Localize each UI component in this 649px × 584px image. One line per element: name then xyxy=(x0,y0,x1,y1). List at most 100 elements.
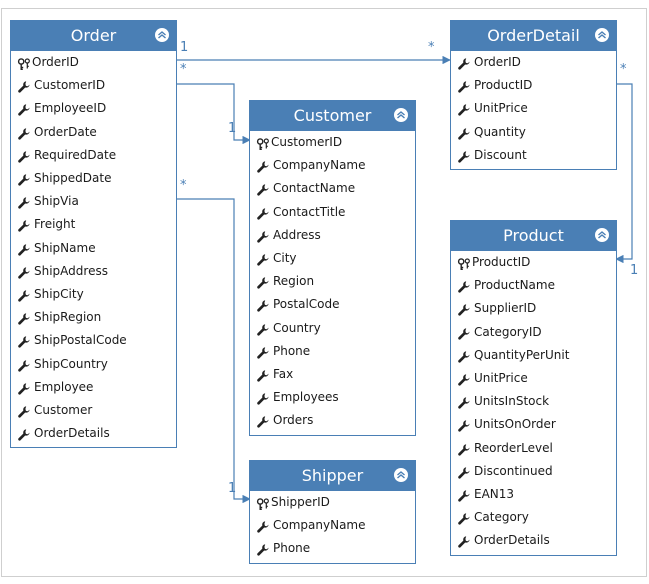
entity-order-header[interactable]: Order xyxy=(11,21,176,51)
wrench-icon xyxy=(17,265,31,279)
wrench-icon xyxy=(457,372,471,386)
field-row[interactable]: Address xyxy=(250,224,415,247)
field-row[interactable]: ShipAddress xyxy=(11,260,176,283)
field-row[interactable]: Customer xyxy=(11,399,176,422)
field-name: Customer xyxy=(34,403,93,417)
collapse-icon[interactable] xyxy=(394,468,408,482)
field-row[interactable]: Employees xyxy=(250,386,415,409)
field-row[interactable]: SupplierID xyxy=(451,297,616,320)
mult-order-orderdetail-from: 1 xyxy=(180,40,189,55)
field-row[interactable]: Employee xyxy=(11,376,176,399)
collapse-icon[interactable] xyxy=(595,228,609,242)
field-row[interactable]: CompanyName xyxy=(250,514,415,537)
field-row[interactable]: CustomerID xyxy=(11,74,176,97)
entity-orderdetail-header[interactable]: OrderDetail xyxy=(451,21,616,51)
field-row[interactable]: UnitsInStock xyxy=(451,390,616,413)
field-row[interactable]: Discontinued xyxy=(451,460,616,483)
field-name: UnitPrice xyxy=(474,101,528,116)
field-row[interactable]: Orders xyxy=(250,409,415,432)
field-row[interactable]: ShipperID xyxy=(250,491,415,514)
field-row[interactable]: ShipRegion xyxy=(11,306,176,329)
field-name: ReorderLevel xyxy=(474,440,553,455)
field-row[interactable]: PostalCode xyxy=(250,293,415,316)
field-row[interactable]: ShipCountry xyxy=(11,353,176,376)
field-row[interactable]: EAN13 xyxy=(451,483,616,506)
field-row[interactable]: ReorderLevel xyxy=(451,437,616,460)
field-row[interactable]: ShippedDate xyxy=(11,167,176,190)
collapse-icon[interactable] xyxy=(155,28,169,42)
wrench-icon xyxy=(17,288,31,302)
connector-orderdetail-product[interactable] xyxy=(615,83,633,264)
field-row[interactable]: Region xyxy=(250,270,415,293)
entity-shipper-header[interactable]: Shipper xyxy=(250,461,415,491)
field-row[interactable]: Discount xyxy=(451,144,616,167)
field-row[interactable]: UnitsOnOrder xyxy=(451,413,616,436)
field-name: City xyxy=(273,251,297,265)
field-name: QuantityPerUnit xyxy=(474,347,570,362)
field-name: OrderDate xyxy=(34,124,97,139)
field-row[interactable]: ContactName xyxy=(250,177,415,200)
field-row[interactable]: ProductID xyxy=(451,251,616,274)
field-row[interactable]: ShipCity xyxy=(11,283,176,306)
field-row[interactable]: OrderDetails xyxy=(451,529,616,552)
field-row[interactable]: ShipVia xyxy=(11,190,176,213)
field-row[interactable]: Quantity xyxy=(451,121,616,144)
field-row[interactable]: UnitPrice xyxy=(451,97,616,120)
connector-order-shipper[interactable] xyxy=(176,198,251,504)
field-name: OrderID xyxy=(474,55,521,69)
field-row[interactable]: Freight xyxy=(11,213,176,236)
field-row[interactable]: City xyxy=(250,247,415,270)
field-row[interactable]: ShipPostalCode xyxy=(11,329,176,352)
field-name: Orders xyxy=(273,413,314,428)
field-row[interactable]: ProductName xyxy=(451,274,616,297)
field-row[interactable]: OrderDetails xyxy=(11,422,176,445)
field-name: ShipName xyxy=(34,240,96,255)
entity-product-header[interactable]: Product xyxy=(451,221,616,251)
wrench-icon xyxy=(17,149,31,163)
wrench-icon xyxy=(256,159,270,173)
field-name: UnitsInStock xyxy=(474,394,550,409)
field-row[interactable]: ShipName xyxy=(11,237,176,260)
entity-shipper-title: Shipper xyxy=(301,466,364,485)
field-row[interactable]: QuantityPerUnit xyxy=(451,344,616,367)
field-row[interactable]: ProductID xyxy=(451,74,616,97)
field-row[interactable]: UnitPrice xyxy=(451,367,616,390)
field-name: Phone xyxy=(273,541,311,556)
field-name: CategoryID xyxy=(474,324,542,339)
field-row[interactable]: EmployeeID xyxy=(11,97,176,120)
field-row[interactable]: OrderID xyxy=(11,51,176,74)
field-row[interactable]: Country xyxy=(250,317,415,340)
wrench-icon xyxy=(256,206,270,220)
field-name: UnitPrice xyxy=(474,371,528,385)
mult-order-shipper-from: * xyxy=(180,178,187,193)
wrench-icon xyxy=(256,182,270,196)
wrench-icon xyxy=(17,334,31,348)
field-row[interactable]: Phone xyxy=(250,537,415,560)
collapse-icon[interactable] xyxy=(595,28,609,42)
field-name: ContactTitle xyxy=(273,204,346,219)
field-name: EAN13 xyxy=(474,487,515,501)
field-row[interactable]: CompanyName xyxy=(250,154,415,177)
field-row[interactable]: Category xyxy=(451,506,616,529)
field-row[interactable]: Fax xyxy=(250,363,415,386)
field-name: CompanyName xyxy=(273,158,366,173)
field-row[interactable]: CustomerID xyxy=(250,131,415,154)
collapse-icon[interactable] xyxy=(394,108,408,122)
entity-customer-header[interactable]: Customer xyxy=(250,101,415,131)
connector-order-customer[interactable] xyxy=(176,83,251,145)
field-row[interactable]: CategoryID xyxy=(451,321,616,344)
field-row[interactable]: OrderID xyxy=(451,51,616,74)
field-name: ShippedDate xyxy=(34,171,112,185)
field-row[interactable]: Phone xyxy=(250,340,415,363)
field-row[interactable]: OrderDate xyxy=(11,121,176,144)
wrench-icon xyxy=(457,488,471,502)
wrench-icon xyxy=(457,56,471,70)
field-row[interactable]: RequiredDate xyxy=(11,144,176,167)
field-name: CustomerID xyxy=(271,135,343,149)
field-row[interactable]: ContactTitle xyxy=(250,201,415,224)
